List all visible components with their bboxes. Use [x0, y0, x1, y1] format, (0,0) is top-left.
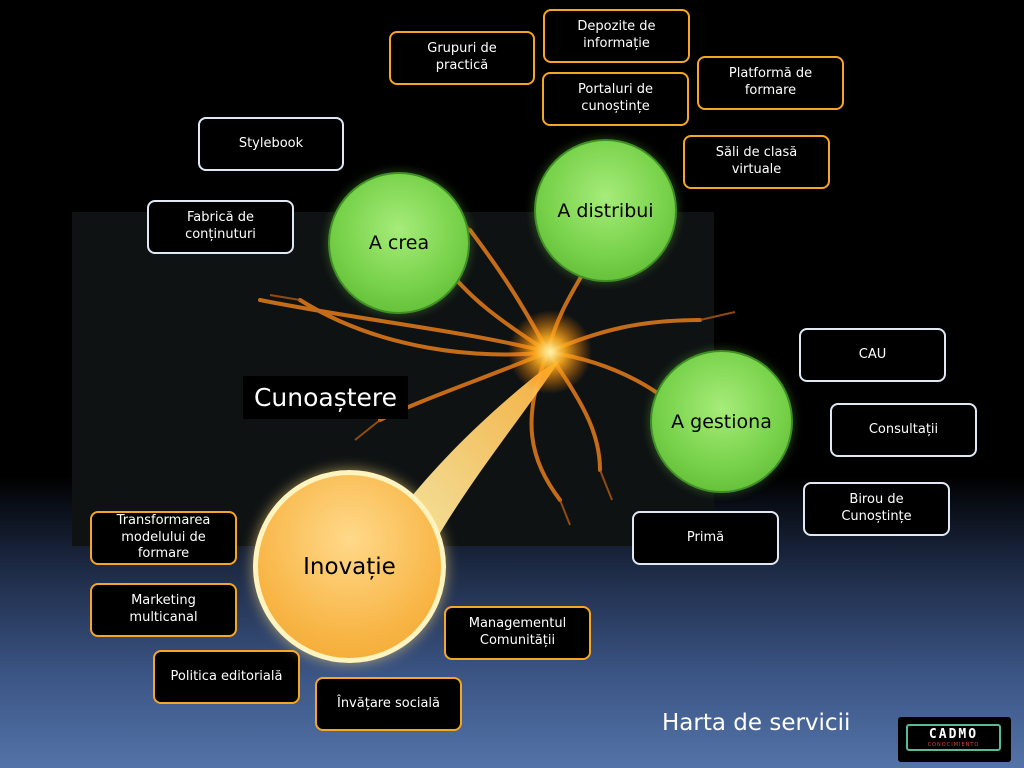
item-knowledge-office[interactable]: Birou de Cunoștințe	[803, 482, 950, 536]
item-consultations[interactable]: Consultații	[830, 403, 977, 457]
circle-distribute[interactable]: A distribui	[534, 139, 677, 282]
circle-innovation[interactable]: Inovație	[253, 470, 446, 663]
item-prima-label: Primă	[686, 529, 725, 545]
item-editorial-policy[interactable]: Politica editorială	[153, 650, 300, 704]
circle-innovation-label: Inovație	[303, 553, 396, 580]
item-knowledge-portals-label: Portaluri de cunoștințe	[578, 82, 653, 114]
item-multichannel-marketing[interactable]: Marketing multicanal	[90, 583, 237, 637]
item-social-learning-label: Învățare socială	[336, 695, 441, 711]
circle-manage[interactable]: A gestiona	[650, 350, 793, 493]
center-label: Cunoaștere	[243, 376, 408, 419]
item-content-factory[interactable]: Fabrică de conținuturi	[147, 200, 294, 254]
item-consultations-label: Consultații	[868, 421, 939, 437]
item-training-platform-label: Platformă de formare	[728, 66, 813, 98]
item-knowledge-office-label: Birou de Cunoștințe	[841, 492, 912, 524]
circle-distribute-label: A distribui	[557, 199, 654, 222]
circle-manage-label: A gestiona	[671, 410, 772, 433]
item-community-management-label: Managementul Comunității	[468, 616, 567, 648]
item-virtual-classrooms-label: Săli de clasă virtuale	[715, 145, 798, 177]
slide-title: Harta de servicii	[662, 710, 851, 736]
item-training-model-label: Transformarea modelului de formare	[116, 512, 211, 562]
item-info-repositories[interactable]: Depozite de informație	[543, 9, 690, 63]
item-prima[interactable]: Primă	[632, 511, 779, 565]
item-practice-groups[interactable]: Grupuri de practică	[389, 31, 535, 85]
logo-frame: CADMO CONOCIMIENTO	[906, 724, 1001, 751]
item-training-platform[interactable]: Platformă de formare	[697, 56, 844, 110]
logo-subtitle: CONOCIMIENTO	[927, 741, 980, 748]
item-content-factory-label: Fabrică de conținuturi	[185, 210, 256, 242]
item-cau-label: CAU	[858, 346, 887, 362]
circle-create[interactable]: A crea	[328, 172, 470, 314]
item-practice-groups-label: Grupuri de practică	[427, 41, 497, 73]
item-virtual-classrooms[interactable]: Săli de clasă virtuale	[683, 135, 830, 189]
cadmo-logo: CADMO CONOCIMIENTO	[898, 717, 1011, 762]
center-label-text: Cunoaștere	[253, 383, 398, 412]
item-social-learning[interactable]: Învățare socială	[315, 677, 462, 731]
item-community-management[interactable]: Managementul Comunității	[444, 606, 591, 660]
logo-name: CADMO	[928, 726, 979, 742]
item-training-model[interactable]: Transformarea modelului de formare	[90, 511, 237, 565]
item-knowledge-portals[interactable]: Portaluri de cunoștințe	[542, 72, 689, 126]
item-editorial-policy-label: Politica editorială	[170, 668, 283, 684]
item-stylebook-label: Stylebook	[238, 135, 304, 151]
item-info-repositories-label: Depozite de informație	[577, 19, 656, 51]
item-multichannel-marketing-label: Marketing multicanal	[129, 593, 198, 625]
item-stylebook[interactable]: Stylebook	[198, 117, 344, 171]
circle-create-label: A crea	[368, 232, 430, 254]
item-cau[interactable]: CAU	[799, 328, 946, 382]
